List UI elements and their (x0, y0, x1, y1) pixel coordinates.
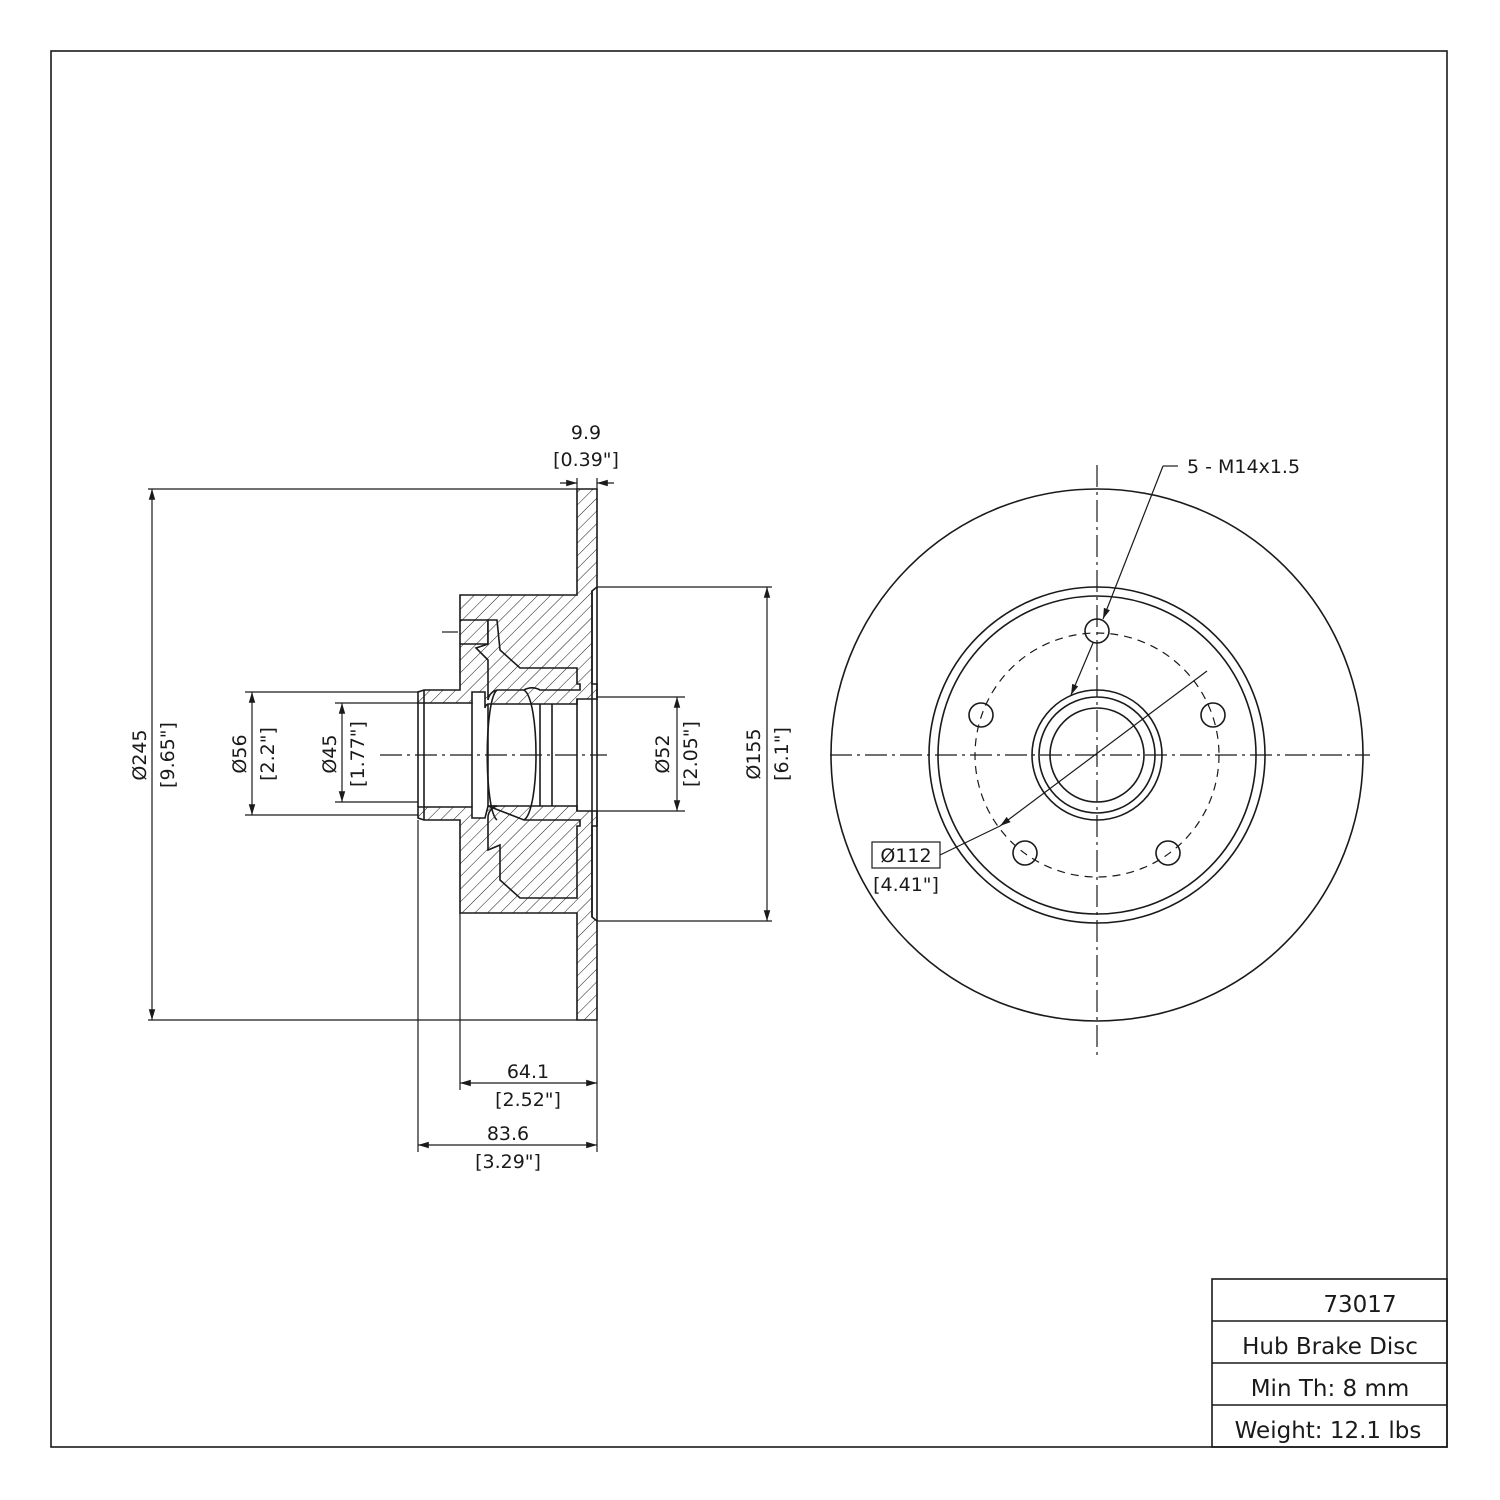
hat-height-in: [2.52"] (495, 1089, 561, 1111)
section-view: 9.9 [0.39"] Ø245 [9.65"] Ø56 [2.2"] Ø45 … (129, 422, 793, 1173)
hat-diameter-in: [6.1"] (771, 727, 793, 781)
part-weight: Weight: 12.1 lbs (1235, 1418, 1422, 1444)
hat-diameter-mm: Ø155 (743, 728, 765, 779)
bolt-hole (1200, 702, 1226, 728)
hub-bore-in: [2.05"] (680, 721, 702, 787)
hat-web-upper (474, 619, 581, 701)
hat-height-mm: 64.1 (507, 1061, 549, 1083)
overall-height-mm: 83.6 (487, 1123, 529, 1145)
overall-height-in: [3.29"] (475, 1151, 541, 1173)
outer-diameter-in: [9.65"] (157, 722, 179, 788)
front-view: Ø112 [4.41"] 5 - M14x1.5 (830, 456, 1370, 1055)
disc-thickness-in: [0.39"] (553, 449, 619, 471)
bolt-hole (968, 702, 994, 728)
disc-thickness-mm: 9.9 (571, 422, 601, 444)
bolt-circle-mm: Ø112 (880, 845, 931, 867)
drawing-border (50, 50, 1448, 1448)
hat-web-lower (487, 805, 581, 899)
bolt-spec: 5 - M14x1.5 (1187, 456, 1300, 478)
bolt-hole (1155, 840, 1181, 866)
hub-bore-mm: Ø52 (652, 734, 674, 773)
part-description: Hub Brake Disc (1242, 1334, 1418, 1360)
bolt-circle-in: [4.41"] (873, 874, 939, 896)
bore-inner-mm: Ø45 (319, 734, 341, 773)
min-thickness: Min Th: 8 mm (1251, 1376, 1410, 1402)
bore-outer-mm: Ø56 (229, 734, 251, 773)
title-block: 73017 Hub Brake Disc Min Th: 8 mm Weight… (1211, 1278, 1448, 1448)
outer-diameter-mm: Ø245 (129, 729, 151, 780)
bore-outer-in: [2.2"] (257, 727, 279, 781)
bore-inner-in: [1.77"] (347, 721, 369, 787)
part-number: 73017 (1323, 1292, 1396, 1318)
bolt-circle-label-box (871, 841, 941, 869)
bolt-hole (1012, 840, 1038, 866)
